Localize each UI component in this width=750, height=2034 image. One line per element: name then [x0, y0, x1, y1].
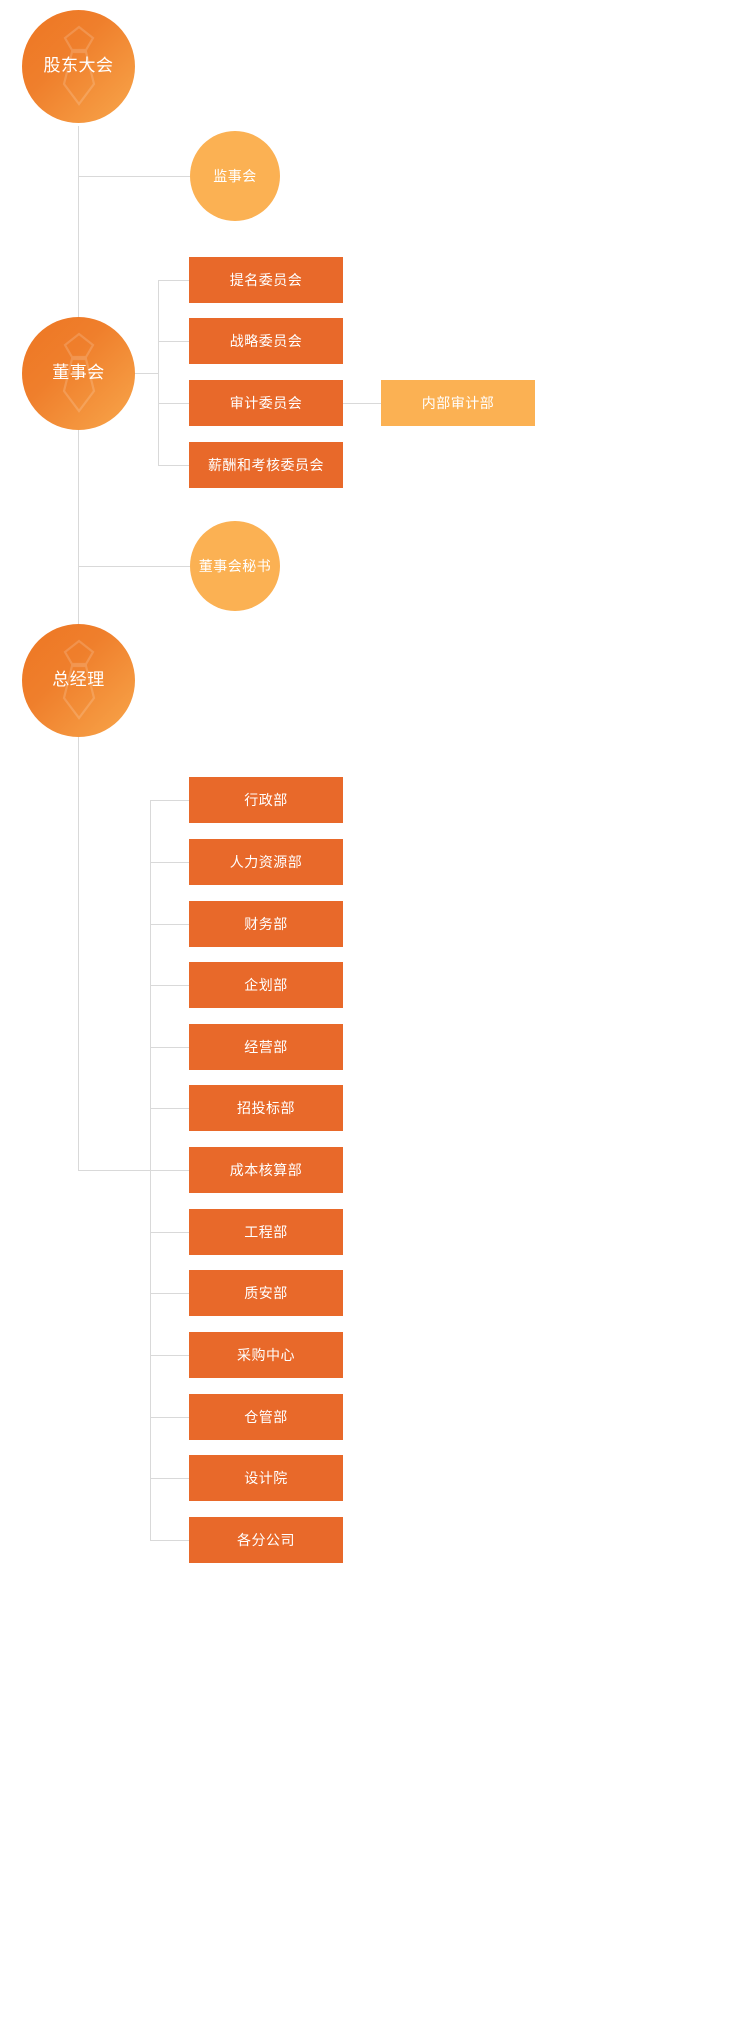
connector-to-dept9 [150, 1293, 189, 1294]
connector-to-dept12 [150, 1478, 189, 1479]
node-nomination-committee[interactable]: 提名委员会 [189, 257, 343, 303]
connector-audit-to-internalaudit [343, 403, 381, 404]
connector-board-to-audit [158, 403, 189, 404]
node-label: 经营部 [244, 1039, 288, 1055]
node-department-warehouse[interactable]: 仓管部 [189, 1394, 343, 1440]
node-internal-audit-department[interactable]: 内部审计部 [381, 380, 535, 426]
node-supervisory-board[interactable]: 监事会 [190, 131, 280, 221]
node-label: 股东大会 [43, 56, 114, 76]
connector-board-vertical [158, 280, 159, 466]
connector-to-dept5 [150, 1047, 189, 1048]
node-board-secretary[interactable]: 董事会秘书 [190, 521, 280, 611]
node-shareholders-meeting[interactable]: 股东大会 [22, 10, 135, 123]
node-department-human-resources[interactable]: 人力资源部 [189, 839, 343, 885]
node-department-cost-accounting[interactable]: 成本核算部 [189, 1147, 343, 1193]
connector-to-dept2 [150, 862, 189, 863]
node-department-finance[interactable]: 财务部 [189, 901, 343, 947]
connector-to-dept13 [150, 1540, 189, 1541]
node-board-of-directors[interactable]: 董事会 [22, 317, 135, 430]
node-strategy-committee[interactable]: 战略委员会 [189, 318, 343, 364]
connector-to-dept3 [150, 924, 189, 925]
node-remuneration-committee[interactable]: 薪酬和考核委员会 [189, 442, 343, 488]
node-label: 招投标部 [237, 1100, 295, 1116]
connector-gm-vertical [78, 682, 79, 1170]
connector-board-stub [128, 373, 158, 374]
node-label: 采购中心 [237, 1347, 295, 1363]
connector-board-to-strategy [158, 341, 189, 342]
node-label: 成本核算部 [229, 1162, 303, 1178]
node-label: 人力资源部 [229, 854, 303, 870]
node-label: 企划部 [244, 977, 288, 993]
node-department-design-institute[interactable]: 设计院 [189, 1455, 343, 1501]
connector-to-dept10 [150, 1355, 189, 1356]
node-label: 薪酬和考核委员会 [208, 457, 324, 473]
connector-to-secretary [78, 566, 190, 567]
node-department-administration[interactable]: 行政部 [189, 777, 343, 823]
node-audit-committee[interactable]: 审计委员会 [189, 380, 343, 426]
node-label: 董事会秘书 [198, 557, 272, 574]
node-label: 工程部 [244, 1224, 288, 1240]
node-department-procurement-center[interactable]: 采购中心 [189, 1332, 343, 1378]
connector-board-to-nomination [158, 280, 189, 281]
node-department-operations[interactable]: 经营部 [189, 1024, 343, 1070]
node-label: 战略委员会 [229, 333, 303, 349]
node-label: 各分公司 [237, 1532, 295, 1548]
node-department-bidding[interactable]: 招投标部 [189, 1085, 343, 1131]
node-department-planning[interactable]: 企划部 [189, 962, 343, 1008]
node-label: 董事会 [52, 363, 105, 383]
connector-gm-stub [78, 1170, 150, 1171]
node-general-manager[interactable]: 总经理 [22, 624, 135, 737]
node-label: 设计院 [244, 1470, 288, 1486]
connector-to-dept7 [150, 1170, 189, 1171]
node-label: 提名委员会 [229, 272, 303, 288]
node-label: 监事会 [213, 167, 257, 184]
connector-to-dept4 [150, 985, 189, 986]
node-label: 仓管部 [244, 1409, 288, 1425]
node-label: 总经理 [52, 670, 105, 690]
node-label: 财务部 [244, 916, 288, 932]
connector-to-dept6 [150, 1108, 189, 1109]
node-label: 内部审计部 [421, 395, 495, 411]
node-department-branches[interactable]: 各分公司 [189, 1517, 343, 1563]
connector-to-dept8 [150, 1232, 189, 1233]
connector-to-dept1 [150, 800, 189, 801]
connector-board-to-remuneration [158, 465, 189, 466]
node-label: 行政部 [244, 792, 288, 808]
node-department-quality-safety[interactable]: 质安部 [189, 1270, 343, 1316]
node-department-engineering[interactable]: 工程部 [189, 1209, 343, 1255]
connector-to-supervisory [78, 176, 190, 177]
node-label: 审计委员会 [229, 395, 303, 411]
node-label: 质安部 [244, 1285, 288, 1301]
connector-to-dept11 [150, 1417, 189, 1418]
